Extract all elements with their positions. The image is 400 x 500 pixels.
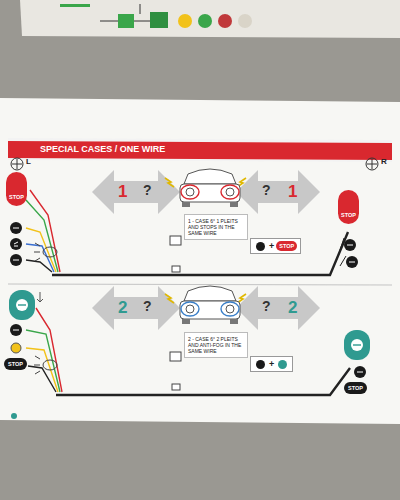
side-letter: R (381, 158, 387, 166)
lamp-icon (256, 242, 265, 251)
double-arrow-left-2 (92, 286, 180, 330)
connector-plug-2 (170, 352, 181, 390)
paper-sheet (0, 98, 400, 424)
bulb-sketch-1 (34, 243, 57, 261)
case-number: 2 (288, 299, 297, 316)
note-box: 1 - CASE 6° 1 PLEITS AND STOPS IN THE SA… (184, 214, 248, 240)
plus-sign: + (269, 359, 274, 369)
flap-icons (60, 4, 252, 28)
plus-terminal-left (11, 158, 23, 170)
left-lamp-icons-1 (10, 222, 22, 266)
plus-terminal-right (366, 158, 378, 170)
car-rear-2 (180, 286, 240, 324)
spark-mark (165, 294, 174, 303)
double-arrow-right-1 (236, 170, 320, 214)
right-lamp-icons-1 (340, 238, 358, 268)
question-mark: ? (143, 183, 152, 197)
case-number: 1 (118, 183, 127, 200)
case-number: 2 (118, 299, 127, 316)
formula-box: + (250, 356, 293, 372)
plus-sign: + (269, 241, 274, 251)
car-rear-1 (180, 169, 240, 207)
note-text: 2 - CASE 6° 2 PLEITS AND ANTI-FOG IN THE… (188, 336, 241, 354)
heading-band (8, 141, 392, 160)
band-shadow (8, 138, 392, 162)
stop-lamp-oval: STOP (276, 241, 297, 251)
stop-lamp-oval: STOP (6, 172, 27, 206)
note-text: 1 - CASE 6° 1 PLEITS AND STOPS IN THE SA… (188, 218, 238, 236)
lamp-label: STOP (348, 385, 363, 391)
lamp-label: STOP (8, 361, 23, 367)
left-lamp-icons-2 (10, 324, 22, 353)
green-oval-right (344, 330, 370, 378)
lamp-label: STOP (9, 194, 24, 200)
bulb-sketch-2 (34, 356, 57, 374)
connector-plug-1 (170, 236, 181, 272)
double-arrow-right-2 (236, 286, 320, 330)
stop-lamp-oval: STOP (4, 358, 27, 370)
spark-mark (165, 178, 174, 187)
section-divider (8, 284, 392, 285)
case-number: 1 (288, 183, 297, 200)
question-mark: ? (262, 183, 271, 197)
note-box: 2 - CASE 6° 2 PLEITS AND ANTI-FOG IN THE… (184, 332, 248, 358)
question-mark: ? (262, 299, 271, 313)
green-oval-left (9, 290, 35, 320)
stop-lamp-oval: STOP (344, 382, 367, 394)
lamp-icon (256, 360, 265, 369)
down-arrow (37, 292, 43, 302)
heading-text: SPECIAL CASES / ONE WIRE (40, 145, 165, 154)
side-letter: L (26, 158, 31, 166)
lamp-icon (278, 360, 287, 369)
formula-box: + STOP (250, 238, 301, 254)
page-dot (11, 413, 17, 419)
lamp-label: STOP (279, 243, 294, 249)
stop-lamp-oval: STOP (338, 190, 359, 224)
question-mark: ? (143, 299, 152, 313)
double-arrow-left-1 (92, 170, 180, 214)
paper-flap (20, 0, 400, 38)
lamp-label: STOP (341, 212, 356, 218)
